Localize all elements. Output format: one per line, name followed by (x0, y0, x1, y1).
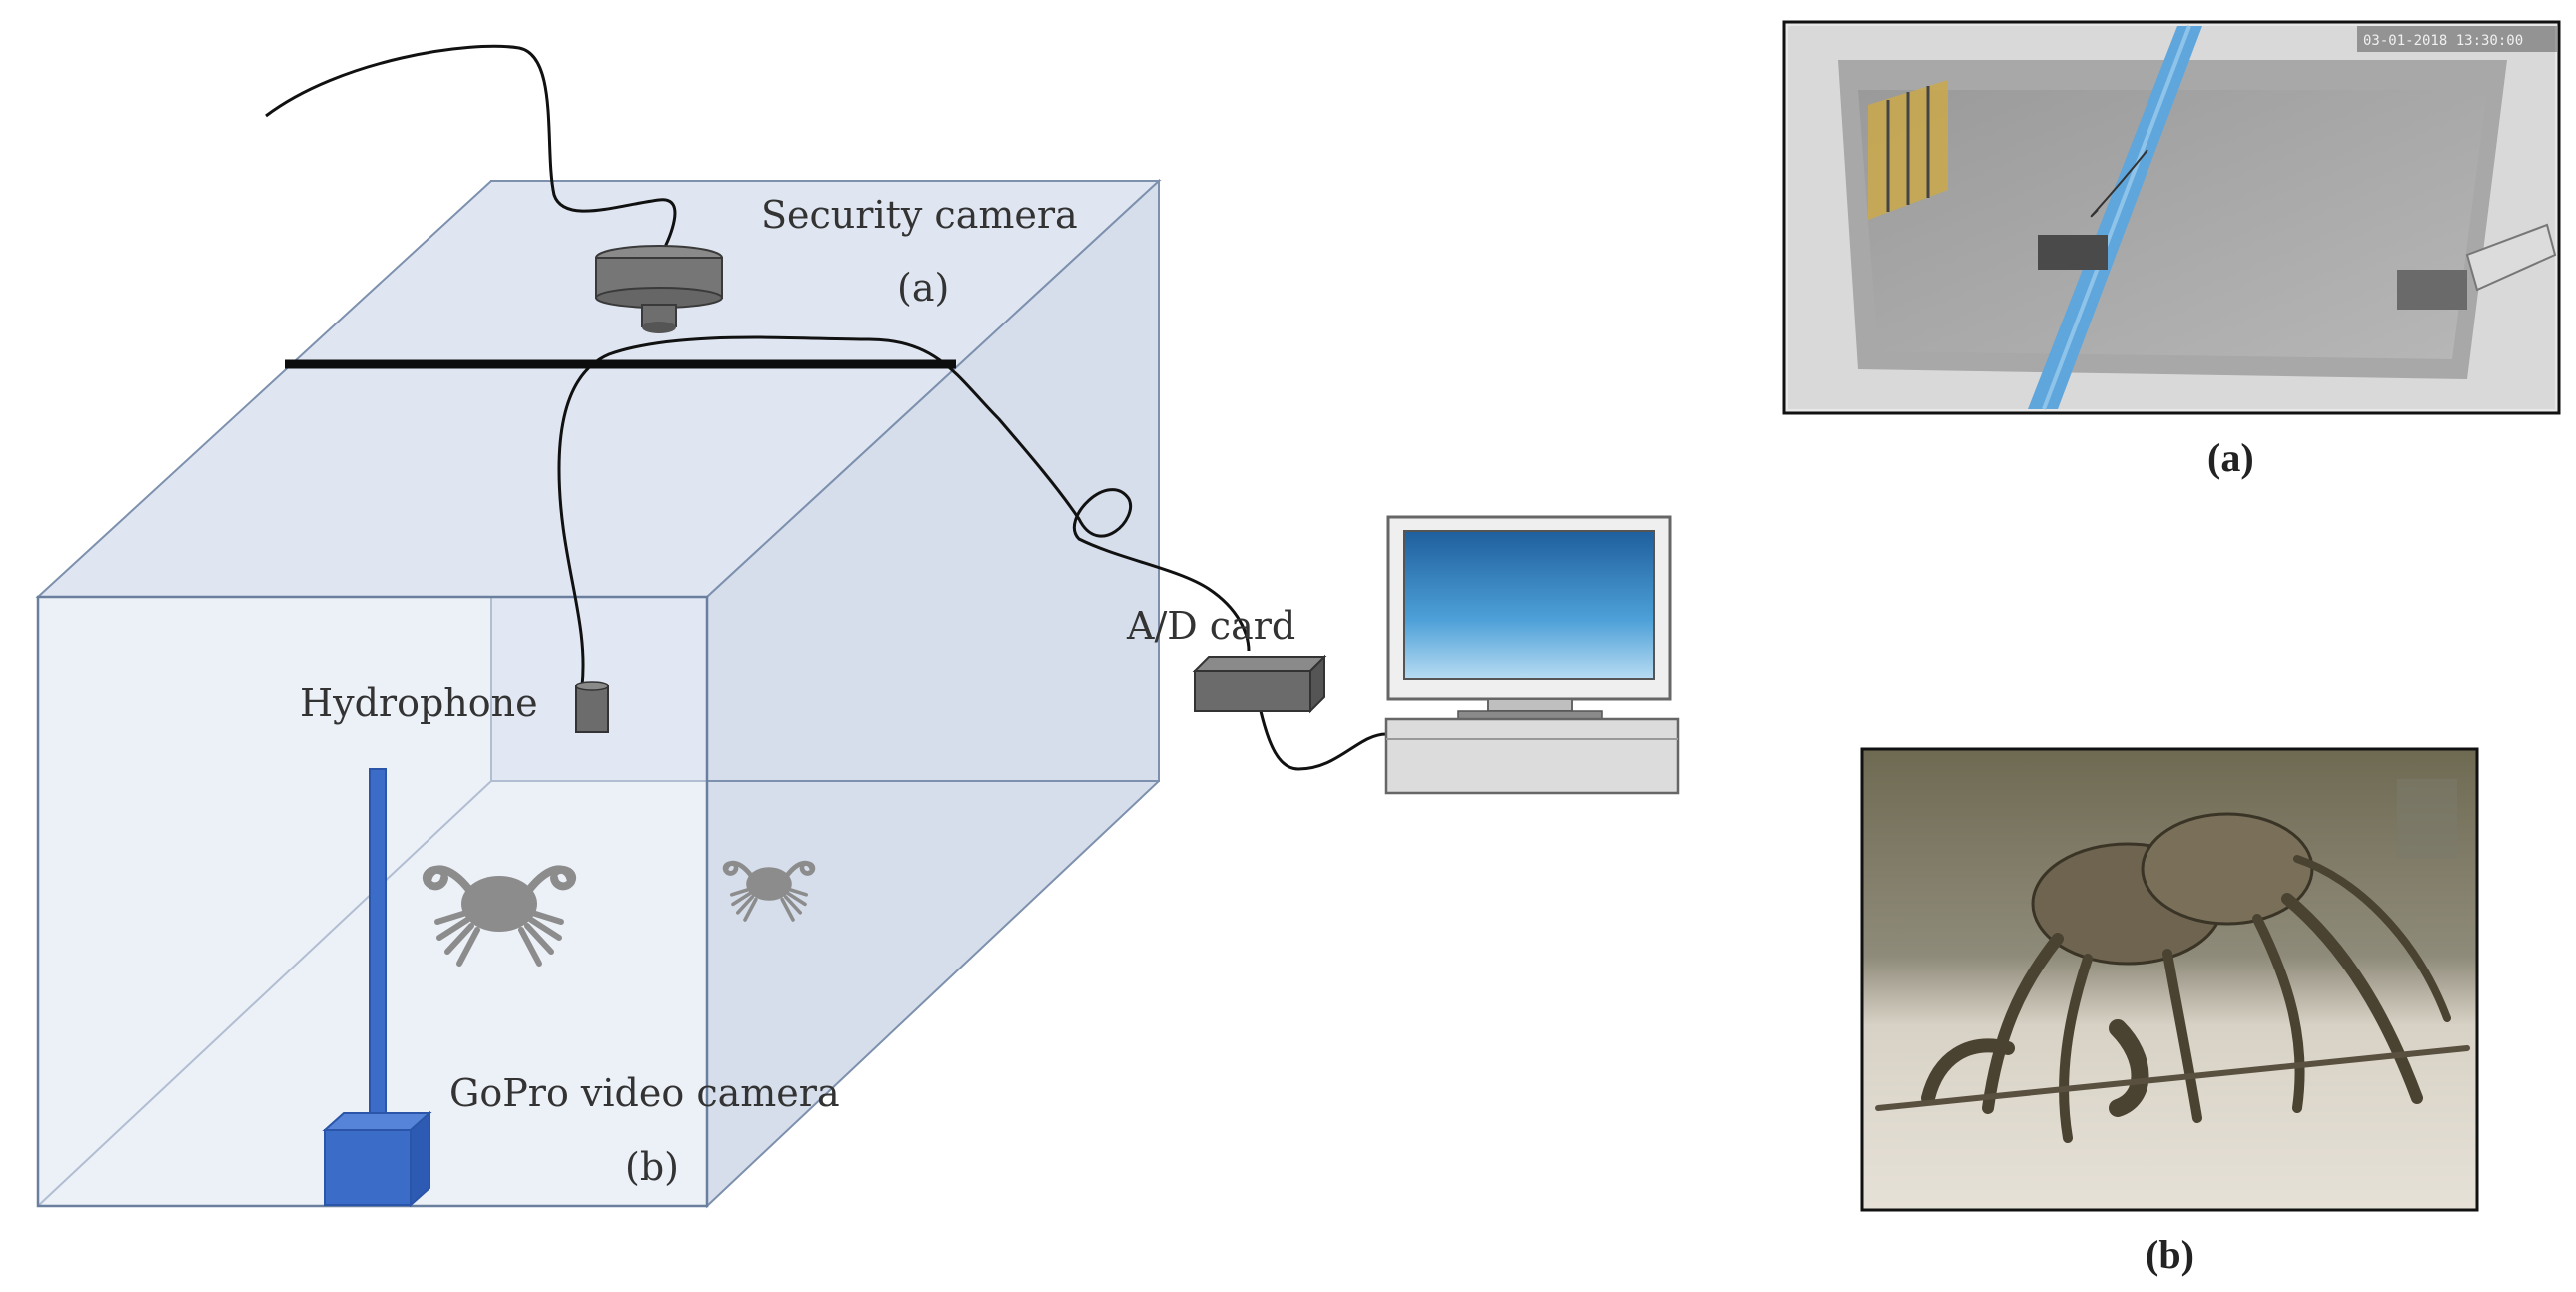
photo-a: 03-01-2018 13:30:00 (1782, 20, 2561, 415)
security-camera-icon (595, 245, 723, 333)
photo-b-caption: (b) (2146, 1232, 2194, 1277)
security-camera-label: Security camera (761, 193, 1078, 237)
hydrophone-icon (575, 681, 609, 733)
photo-b (1860, 747, 2479, 1212)
gopro-label: GoPro video camera (449, 1071, 840, 1115)
crab-icon (423, 865, 576, 967)
photo-a-timestamp: 03-01-2018 13:30:00 (2363, 33, 2523, 49)
ad-card-icon (1192, 654, 1327, 714)
ad-to-computer-cable (1259, 710, 1387, 771)
crab-icon (722, 860, 816, 922)
computer-icon (1384, 515, 1680, 795)
hydrophone-label: Hydrophone (300, 681, 538, 725)
monitor-screen (1403, 530, 1655, 680)
security-camera-cable (265, 44, 677, 256)
hydrophone-cable (557, 335, 1251, 687)
gopro-icon (322, 768, 432, 1208)
security-camera-ref-label: (a) (897, 266, 949, 310)
crab-photo-icon (1875, 812, 2470, 1143)
ad-card-label: A/D card (1126, 604, 1295, 648)
photo-a-caption: (a) (2207, 435, 2254, 480)
gopro-ref-label: (b) (625, 1145, 679, 1189)
cables (265, 44, 1387, 771)
